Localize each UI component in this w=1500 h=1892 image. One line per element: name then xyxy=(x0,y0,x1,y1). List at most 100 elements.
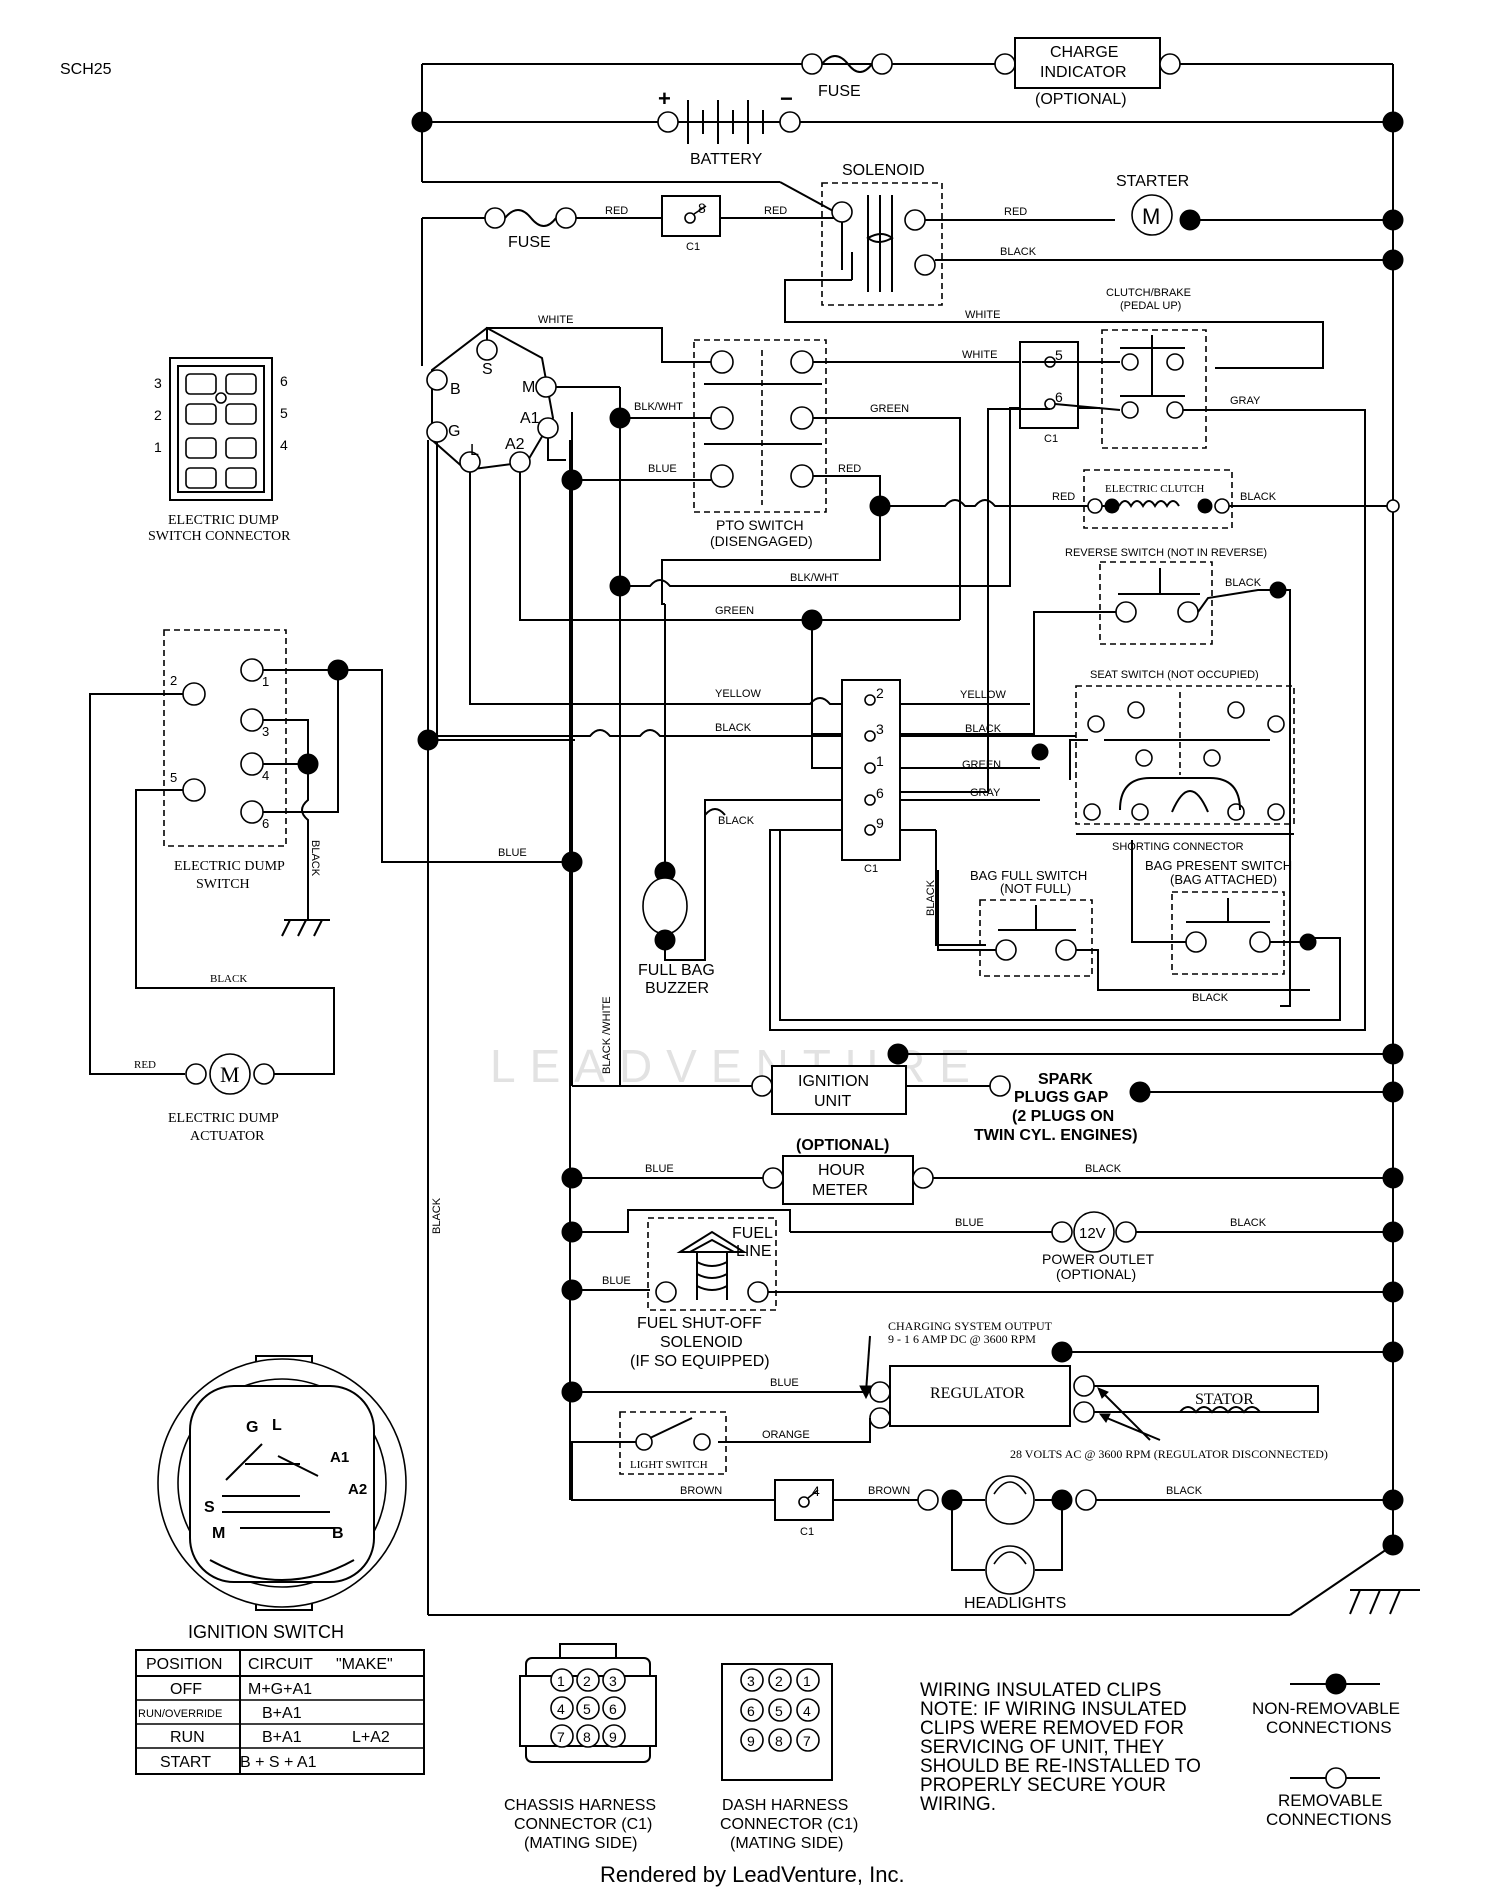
svg-text:PLUGS GAP: PLUGS GAP xyxy=(1014,1089,1109,1106)
svg-text:SHORTING CONNECTOR: SHORTING CONNECTOR xyxy=(1112,841,1244,853)
svg-text:REMOVABLE: REMOVABLE xyxy=(1278,1791,1383,1810)
svg-text:SPARK: SPARK xyxy=(1038,1071,1093,1088)
wiring-clips-note: WIRING INSULATED CLIPS NOTE: IF WIRING I… xyxy=(920,1680,1201,1815)
svg-text:OFF: OFF xyxy=(170,1681,202,1698)
svg-text:GRAY: GRAY xyxy=(1230,395,1261,407)
svg-text:BLACK: BLACK xyxy=(1225,577,1262,589)
svg-text:BLACK: BLACK xyxy=(718,815,755,827)
svg-text:FUEL: FUEL xyxy=(732,1225,773,1242)
svg-text:(OPTIONAL): (OPTIONAL) xyxy=(1035,91,1127,108)
svg-text:2: 2 xyxy=(170,673,177,688)
footer-credit: Rendered by LeadVenture, Inc. xyxy=(600,1862,905,1887)
svg-text:BLUE: BLUE xyxy=(645,1163,674,1175)
svg-text:TWIN CYL. ENGINES): TWIN CYL. ENGINES) xyxy=(974,1127,1138,1144)
hour-meter-circuit: BLUE (OPTIONAL) HOUR METER BLACK xyxy=(561,1137,1393,1205)
svg-text:WHITE: WHITE xyxy=(962,349,997,361)
starter-motor-symbol: M xyxy=(1142,204,1160,229)
regulator xyxy=(889,1365,1071,1427)
control-wires: WHITE WHITE BLK/WHT GREEN BLUE RED BLK/W… xyxy=(436,314,1100,1086)
svg-text:NON-REMOVABLE: NON-REMOVABLE xyxy=(1252,1699,1400,1718)
svg-text:L+A2: L+A2 xyxy=(352,1729,390,1746)
diagram-code: SCH25 xyxy=(60,61,112,78)
chassis-harness-connector: 1 2 3 4 5 6 7 8 9 CHASSIS HARNESS CONNEC… xyxy=(504,1643,657,1852)
svg-text:DASH HARNESS: DASH HARNESS xyxy=(722,1797,848,1814)
svg-text:6: 6 xyxy=(876,785,884,801)
charge-indicator-circuit: FUSE CHARGE INDICATOR (OPTIONAL) xyxy=(801,37,1181,108)
ignition-unit-circuit: IGNITION UNIT SPARK PLUGS GAP (2 PLUGS O… xyxy=(601,996,1393,1144)
ignition-switch-terminals: S B G L A2 A1 M xyxy=(426,326,559,473)
ignition-switch-table: POSITION CIRCUIT "MAKE" OFF M+G+A1 RUN/O… xyxy=(135,1649,425,1775)
svg-text:RED: RED xyxy=(134,1059,156,1071)
c1-central-connector: 2 3 1 6 9 C1 YELLOW BLACK GREEN GRAY BLA… xyxy=(428,620,1341,1021)
svg-text:SERVICING OF UNIT, THEY: SERVICING OF UNIT, THEY xyxy=(920,1737,1165,1758)
svg-text:M: M xyxy=(212,1525,225,1542)
svg-text:CONNECTOR (C1): CONNECTOR (C1) xyxy=(720,1816,858,1833)
ground-symbol xyxy=(1349,1589,1420,1615)
dump-actuator-motor-symbol: M xyxy=(220,1062,240,1087)
svg-text:B+A1: B+A1 xyxy=(262,1705,302,1722)
svg-text:8: 8 xyxy=(775,1733,783,1749)
svg-text:BLACK: BLACK xyxy=(210,973,247,985)
svg-text:ELECTRIC DUMP: ELECTRIC DUMP xyxy=(168,513,279,528)
svg-text:28 VOLTS AC @ 3600 RPM (REGULA: 28 VOLTS AC @ 3600 RPM (REGULATOR DISCON… xyxy=(1010,1447,1328,1461)
svg-text:6: 6 xyxy=(280,373,288,389)
battery-minus: − xyxy=(780,86,793,111)
svg-text:6: 6 xyxy=(609,1701,617,1717)
solenoid xyxy=(821,182,943,306)
svg-text:WIRING.: WIRING. xyxy=(920,1794,996,1815)
svg-text:BLACK: BLACK xyxy=(715,722,752,734)
svg-text:B+A1: B+A1 xyxy=(262,1729,302,1746)
svg-text:M: M xyxy=(522,379,535,396)
bag-present-switch: BAG PRESENT SWITCH (BAG ATTACHED) BLACK xyxy=(1131,840,1317,1004)
svg-text:BLK/WHT: BLK/WHT xyxy=(790,572,839,584)
pto-switch: PTO SWITCH (DISENGAGED) xyxy=(693,339,827,549)
svg-text:(MATING SIDE): (MATING SIDE) xyxy=(524,1835,637,1852)
svg-text:CONNECTIONS: CONNECTIONS xyxy=(1266,1718,1392,1737)
fuse-top-label: FUSE xyxy=(818,83,861,100)
svg-text:9: 9 xyxy=(747,1733,755,1749)
seat-switch: SEAT SWITCH (NOT OCCUPIED) SHORTING CONN… xyxy=(1031,669,1295,853)
svg-text:BLACK: BLACK xyxy=(309,840,321,877)
svg-text:WHITE: WHITE xyxy=(538,314,573,326)
svg-text:B: B xyxy=(332,1525,344,1542)
svg-text:G: G xyxy=(246,1419,258,1436)
svg-text:9: 9 xyxy=(876,815,884,831)
ignition-switch-face: G L A1 A2 S M B IGNITION SWITCH xyxy=(157,1355,407,1642)
svg-text:BUZZER: BUZZER xyxy=(645,980,709,997)
svg-text:REGULATOR: REGULATOR xyxy=(930,1385,1025,1402)
svg-text:(2 PLUGS ON: (2 PLUGS ON xyxy=(1012,1108,1114,1125)
svg-text:UNIT: UNIT xyxy=(814,1093,852,1110)
svg-text:BLACK: BLACK xyxy=(1230,1217,1267,1229)
svg-text:GREEN: GREEN xyxy=(715,605,754,617)
svg-text:SEAT SWITCH (NOT OCCUPIED): SEAT SWITCH (NOT OCCUPIED) xyxy=(1090,669,1259,681)
main-bus-wires xyxy=(421,63,1394,1616)
power-outlet xyxy=(1073,1211,1115,1253)
svg-text:BAG PRESENT SWITCH: BAG PRESENT SWITCH xyxy=(1145,858,1292,873)
electric-dump-actuator: M RED ELECTRIC DUMP ACTUATOR xyxy=(134,1053,279,1144)
watermark: LEADVENTURE xyxy=(490,1040,984,1092)
svg-text:8: 8 xyxy=(698,200,706,216)
svg-text:ELECTRIC CLUTCH: ELECTRIC CLUTCH xyxy=(1105,483,1204,495)
svg-text:BROWN: BROWN xyxy=(868,1485,910,1497)
svg-text:9: 9 xyxy=(609,1729,617,1745)
svg-text:G: G xyxy=(448,423,460,440)
svg-text:RED: RED xyxy=(1052,491,1075,503)
headlights-circuit: 4 C1 BROWN BLACK HEADLIGHTS xyxy=(774,1475,1393,1612)
svg-text:REVERSE SWITCH (NOT IN REVERSE: REVERSE SWITCH (NOT IN REVERSE) xyxy=(1065,547,1267,559)
charge-indicator xyxy=(1014,37,1161,89)
svg-text:FUEL SHUT-OFF: FUEL SHUT-OFF xyxy=(637,1315,762,1332)
svg-text:YELLOW: YELLOW xyxy=(715,688,761,700)
svg-text:A1: A1 xyxy=(520,410,540,427)
fuel-power-circuit: BLUE FUEL LINE FUEL SHUT-OFF SOLENOID (I… xyxy=(561,1209,1393,1370)
svg-text:SOLENOID: SOLENOID xyxy=(842,162,925,179)
svg-text:BROWN: BROWN xyxy=(680,1485,722,1497)
connection-legend: NON-REMOVABLE CONNECTIONS REMOVABLE CONN… xyxy=(1252,1673,1400,1829)
svg-text:ACTUATOR: ACTUATOR xyxy=(190,1129,265,1144)
svg-text:PTO SWITCH: PTO SWITCH xyxy=(716,517,804,533)
fuse-main-label: FUSE xyxy=(508,234,551,251)
svg-text:RED: RED xyxy=(605,205,628,217)
svg-text:5: 5 xyxy=(170,770,177,785)
svg-text:(OPTIONAL): (OPTIONAL) xyxy=(796,1137,889,1154)
svg-text:BLUE: BLUE xyxy=(955,1217,984,1229)
